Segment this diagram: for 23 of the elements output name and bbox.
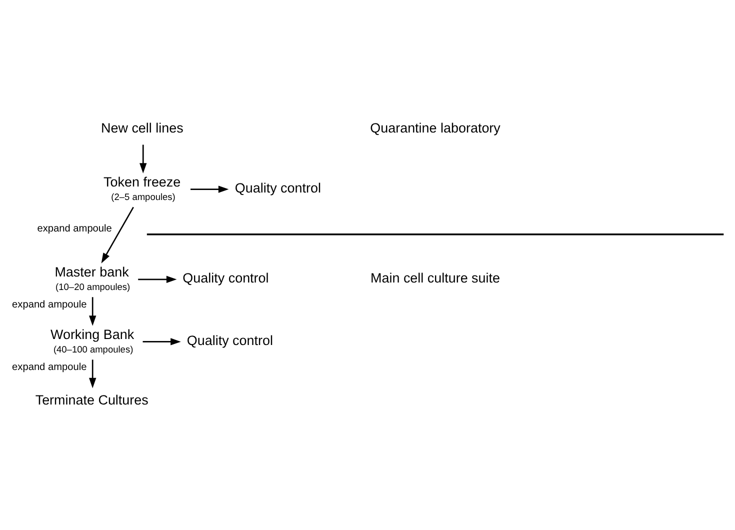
- label: Main cell culture suite: [370, 270, 500, 286]
- node-text: Quality control: [186, 332, 273, 348]
- node-text: Working Bank: [50, 326, 134, 342]
- arrow: [101, 206, 134, 263]
- node-text: Master bank: [54, 264, 129, 280]
- arrow: [140, 144, 147, 173]
- node-text: Token freeze: [104, 174, 181, 190]
- edge-label: expand ampoule: [12, 299, 87, 310]
- arrow: [190, 185, 229, 192]
- node-text: Quality control: [182, 270, 269, 286]
- arrow: [89, 359, 96, 388]
- node-text: New cell lines: [101, 120, 184, 136]
- edge-label: expand ampoule: [37, 223, 112, 234]
- node-label: (40–100 ampoules): [53, 344, 134, 354]
- node-text: Quality control: [234, 180, 321, 195]
- node-label: (2–5 ampoules): [111, 192, 176, 202]
- arrow: [89, 296, 96, 326]
- edge-label: expand ampoule: [12, 362, 87, 373]
- arrow: [138, 275, 177, 282]
- node-label: (10–20 ampoules): [56, 282, 130, 292]
- label: Quarantine laboratory: [370, 120, 500, 136]
- arrow: [142, 338, 181, 345]
- node-text: Terminate Cultures: [35, 392, 148, 408]
